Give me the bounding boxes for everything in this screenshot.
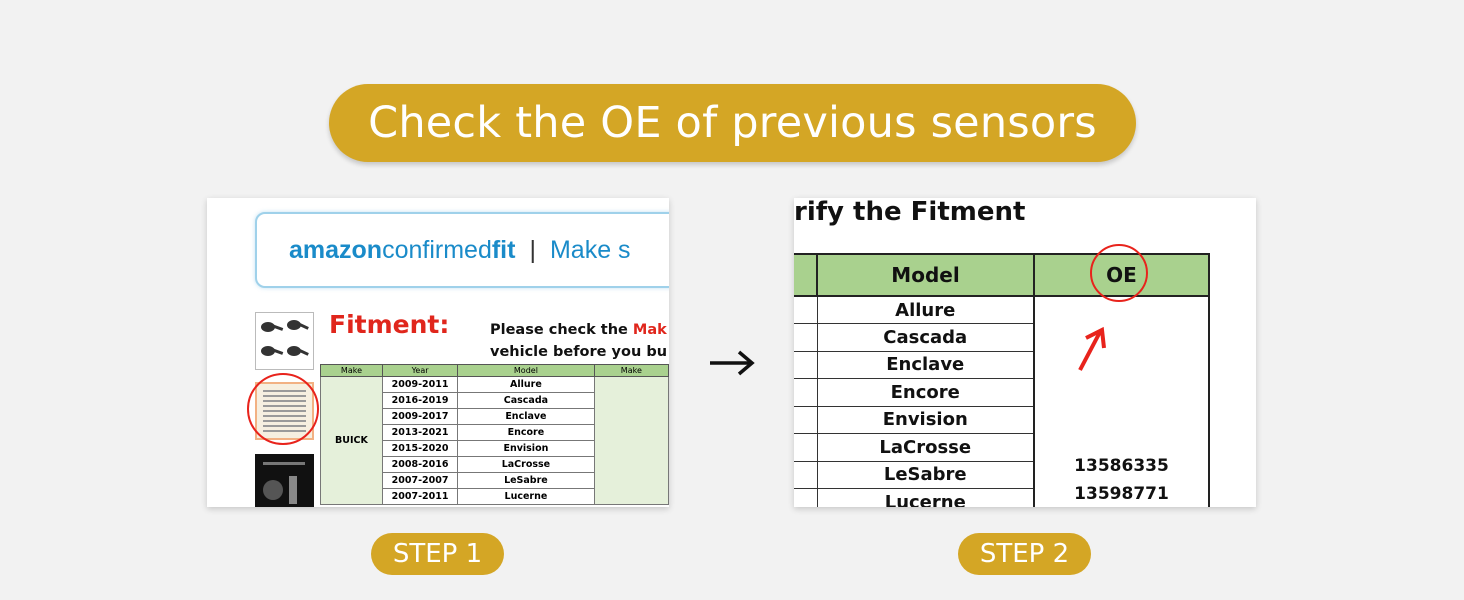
year-cell: 2015-2020 [381, 440, 459, 457]
sensor-product-thumbnail[interactable] [255, 312, 314, 370]
table-row: Cascada [794, 323, 1209, 352]
lead-cell [794, 295, 818, 324]
table-header: Year [381, 364, 459, 377]
model-cell: Cascada [816, 323, 1035, 352]
make-sure-text: Make s [549, 236, 631, 264]
oe-highlight-circle [1090, 244, 1148, 302]
model-cell: LaCrosse [816, 433, 1035, 462]
oe-cell: 13586335 13598771 [1033, 295, 1210, 507]
amazon-word: amazon [289, 236, 383, 264]
model-header: Model [816, 253, 1035, 297]
model-cell: Envision [457, 440, 595, 457]
model-cell: Allure [457, 376, 595, 393]
model-cell: Encore [816, 378, 1035, 407]
confirmed-word: confirmed [382, 236, 492, 264]
confirmed-fit-text: amazonconfirmedfit | Make s [289, 236, 631, 265]
table-row: Allure 13586335 13598771 [794, 295, 1210, 507]
lead-cell [794, 488, 818, 507]
amazon-confirmed-fit-banner: amazonconfirmedfit | Make s [255, 212, 669, 288]
table-header-blank [794, 253, 818, 297]
fitment-note: Please check the Mak vehicle before you … [490, 319, 667, 363]
year-cell: 2007-2011 [381, 488, 459, 505]
year-cell: 2007-2007 [381, 472, 459, 489]
note-line2: vehicle before you bu [490, 344, 668, 360]
verify-fitment-title: rify the Fitment [794, 198, 1026, 227]
red-arrow-icon [1078, 326, 1106, 371]
model-cell: Allure [816, 295, 1035, 324]
table-row: LeSabre [794, 460, 1209, 489]
right-arrow-icon [710, 350, 755, 376]
model-cell: LeSabre [816, 460, 1035, 489]
model-cell: Enclave [816, 350, 1035, 379]
note-line1-start: Please check the [490, 322, 633, 338]
table-header: Model [457, 364, 595, 377]
lead-cell [794, 323, 818, 352]
model-cell: LeSabre [457, 472, 595, 489]
step2-label: STEP 2 [958, 533, 1091, 575]
model-cell: Envision [816, 405, 1035, 434]
fitment-title: Fitment: [329, 310, 450, 339]
model-cell: LaCrosse [457, 456, 595, 473]
year-cell: 2016-2019 [381, 392, 459, 409]
lead-cell [794, 350, 818, 379]
lead-cell [794, 460, 818, 489]
model-cell: Enclave [457, 408, 595, 425]
step1-screenshot-panel: amazonconfirmedfit | Make s [207, 198, 669, 507]
page-banner: Check the OE of previous sensors [329, 84, 1136, 162]
lead-cell [794, 378, 818, 407]
model-cell: Cascada [457, 392, 595, 409]
table-header: Make [593, 364, 669, 377]
year-cell: 2009-2017 [381, 408, 459, 425]
model-cell: Lucerne [816, 488, 1035, 507]
table-row: Lucerne [794, 488, 1209, 507]
year-cell: 2013-2021 [381, 424, 459, 441]
empty-cell [593, 376, 669, 505]
make-cell: BUICK [320, 376, 383, 505]
oe-number: 13586335 [1074, 455, 1169, 476]
model-cell: Encore [457, 424, 595, 441]
sensor-photo-icon [263, 462, 305, 504]
table-row: LaCrosse [794, 433, 1209, 462]
lead-cell [794, 405, 818, 434]
note-line1-red: Mak [632, 322, 667, 338]
lead-cell [794, 433, 818, 462]
table-header: Make [320, 364, 383, 377]
separator: | [529, 236, 536, 264]
highlight-circle [247, 373, 319, 445]
year-cell: 2008-2016 [381, 456, 459, 473]
sensor-photo-thumbnail[interactable] [255, 454, 314, 507]
oe-number: 13598771 [1074, 483, 1169, 504]
model-cell: Lucerne [457, 488, 595, 505]
fit-word: fit [491, 236, 516, 264]
tpms-sensor-icon [261, 320, 309, 356]
year-cell: 2009-2011 [381, 376, 459, 393]
step1-label: STEP 1 [371, 533, 504, 575]
table-row: Envision [794, 405, 1209, 434]
